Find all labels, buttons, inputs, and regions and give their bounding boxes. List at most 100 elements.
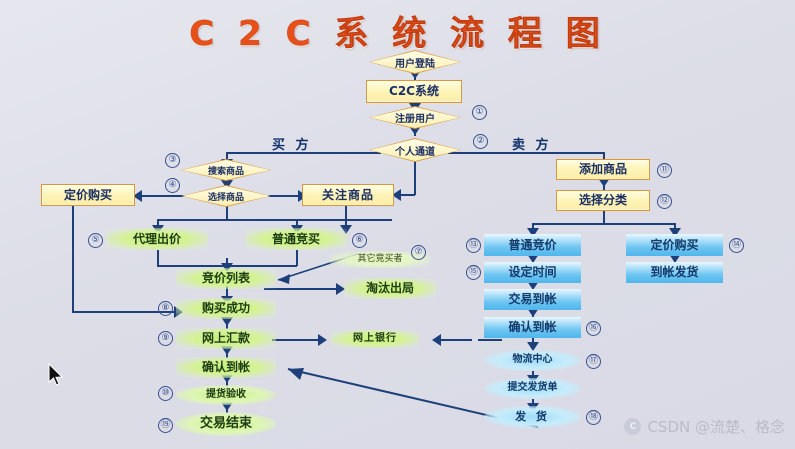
connector-select-down [226, 206, 228, 220]
arrow-settime-to-trade [527, 281, 539, 290]
node-logistics-center[interactable]: 物流中心 [484, 350, 581, 371]
node-fixed-price-buy-right[interactable]: 定价购买 [626, 234, 723, 256]
mouse-cursor [48, 363, 64, 386]
connector-to-fixed-right [674, 223, 676, 231]
connector-seller-split-bus [532, 223, 675, 225]
connector-channel-down [414, 160, 416, 195]
node-confirm-receipt-left[interactable]: 确认到帐 [176, 357, 276, 378]
node-online-remit[interactable]: 网上汇款 [176, 328, 276, 349]
step-number-4: ④ [165, 178, 180, 193]
node-set-time-label: 设定时间 [508, 265, 557, 280]
arrow-rightconfirm-to-bank [432, 334, 441, 346]
arrow-bidprice-to-settime [527, 254, 539, 263]
node-register-user[interactable]: 注册用户 [369, 106, 461, 129]
connector-bid-split-bus [157, 219, 392, 221]
step-number-2: ② [473, 134, 488, 149]
step-number-6: ⑥ [352, 233, 367, 248]
node-trade-to-account[interactable]: 交易到帐 [484, 289, 581, 310]
connector-seller-bus [448, 152, 604, 154]
node-watch-goods[interactable]: 关注商品 [302, 184, 394, 206]
arrow-add-to-category [598, 178, 610, 187]
node-bid-list-label: 竞价列表 [201, 271, 250, 286]
node-normal-bid-buy[interactable]: 普通竞买 [245, 228, 347, 250]
node-personal-channel-label: 个人通道 [370, 139, 460, 161]
step-number-14: ⑭ [729, 238, 744, 253]
node-trade-end-label: 交易结束 [199, 416, 252, 432]
step-number-16: ⑯ [586, 321, 601, 336]
node-select-category-label: 选择分类 [578, 193, 627, 208]
arrow-search-to-select [221, 180, 233, 189]
arrow-remit-to-confirm [221, 346, 233, 355]
step-number-12: ⑫ [657, 194, 672, 209]
connector-category-down [603, 211, 605, 224]
node-set-time[interactable]: 设定时间 [484, 262, 581, 283]
connector-fixed-to-success [72, 311, 180, 313]
node-fixed-price-buy-left-label: 定价购买 [63, 187, 112, 202]
node-register-user-label: 注册用户 [370, 107, 460, 128]
node-ship-goods-label: 发 货 [515, 410, 550, 424]
node-watch-goods-label: 关注商品 [321, 187, 374, 202]
node-login-label: 用户登陆 [370, 51, 460, 73]
step-number-10: ⑩ [158, 386, 173, 401]
node-confirm-receipt-left-label: 确认到帐 [201, 360, 250, 375]
connector-normalbid-down [296, 250, 298, 266]
step-number-7: ⑦ [411, 245, 426, 260]
connector-to-normal-bid-price [532, 223, 534, 231]
arrow-fixedright-to-shiponreceipt [669, 254, 681, 263]
step-number-5: ⑤ [88, 233, 103, 248]
arrow-bidlist-to-eliminated [336, 283, 345, 295]
node-ship-goods[interactable]: 发 货 [484, 406, 581, 428]
arrow-pickup-to-end [221, 402, 233, 411]
step-number-19: ⑲ [158, 418, 173, 433]
node-trade-end[interactable]: 交易结束 [176, 412, 276, 436]
arrow-merge-to-bidlist [221, 263, 233, 272]
connector-select-to-fixed [140, 195, 185, 197]
node-agent-bid[interactable]: 代理出价 [106, 228, 208, 250]
node-add-goods-label: 添加商品 [578, 162, 627, 177]
node-pickup-inspect[interactable]: 提货验收 [176, 385, 276, 405]
step-number-1: ① [472, 105, 487, 120]
node-fixed-price-buy-left[interactable]: 定价购买 [41, 184, 135, 206]
node-bid-list[interactable]: 竞价列表 [176, 268, 276, 289]
node-add-goods[interactable]: 添加商品 [556, 159, 650, 180]
node-search-goods[interactable]: 搜索商品 [181, 159, 271, 181]
node-confirm-receipt-right[interactable]: 确认到帐 [484, 317, 581, 338]
arrow-register-to-channel [409, 126, 421, 135]
watermark: C CSDN @流楚、格念 [624, 416, 785, 437]
node-select-goods-label: 选择商品 [182, 186, 270, 206]
node-online-bank[interactable]: 网上银行 [331, 330, 419, 348]
node-search-goods-label: 搜索商品 [182, 160, 270, 180]
arrow-select-to-fixed [133, 190, 142, 202]
node-ship-on-receipt[interactable]: 到帐发货 [626, 262, 723, 283]
node-eliminated[interactable]: 淘汰出局 [344, 278, 436, 299]
node-select-goods[interactable]: 选择商品 [181, 185, 271, 207]
node-eliminated-label: 淘汰出局 [365, 281, 414, 296]
node-select-category[interactable]: 选择分类 [556, 190, 650, 211]
node-online-remit-label: 网上汇款 [201, 331, 250, 346]
connector-select-to-watch [268, 195, 304, 197]
node-buy-success[interactable]: 购买成功 [176, 298, 276, 319]
node-confirm-receipt-right-label: 确认到帐 [508, 320, 557, 335]
arrow-remit-to-bank [318, 334, 327, 346]
node-pickup-inspect-label: 提货验收 [206, 388, 246, 400]
node-trade-to-account-label: 交易到帐 [508, 292, 557, 307]
arrow-trade-to-confirm [527, 308, 539, 317]
step-number-17: ⑰ [586, 354, 601, 369]
node-agent-bid-label: 代理出价 [132, 231, 181, 246]
node-personal-channel[interactable]: 个人通道 [369, 138, 461, 162]
step-number-18: ⑱ [586, 410, 601, 425]
arrow-channel-to-watch [392, 189, 401, 201]
step-number-8: ⑧ [158, 301, 173, 316]
connector-agent-down [157, 250, 159, 266]
node-normal-bid-price[interactable]: 普通竞价 [484, 234, 581, 256]
arrow-success-to-remit [221, 317, 233, 326]
node-other-bidders[interactable]: 其它竞买者 [330, 251, 430, 268]
connector-to-agent-bid [157, 219, 159, 228]
node-submit-shipping-order[interactable]: 提交发货单 [484, 378, 581, 399]
node-login[interactable]: 用户登陆 [369, 50, 461, 74]
csdn-logo-icon: C [624, 418, 642, 435]
node-c2c-system[interactable]: C2C系统 [366, 80, 462, 103]
connector-fixed-down [72, 206, 74, 312]
node-online-bank-label: 网上银行 [353, 332, 397, 344]
